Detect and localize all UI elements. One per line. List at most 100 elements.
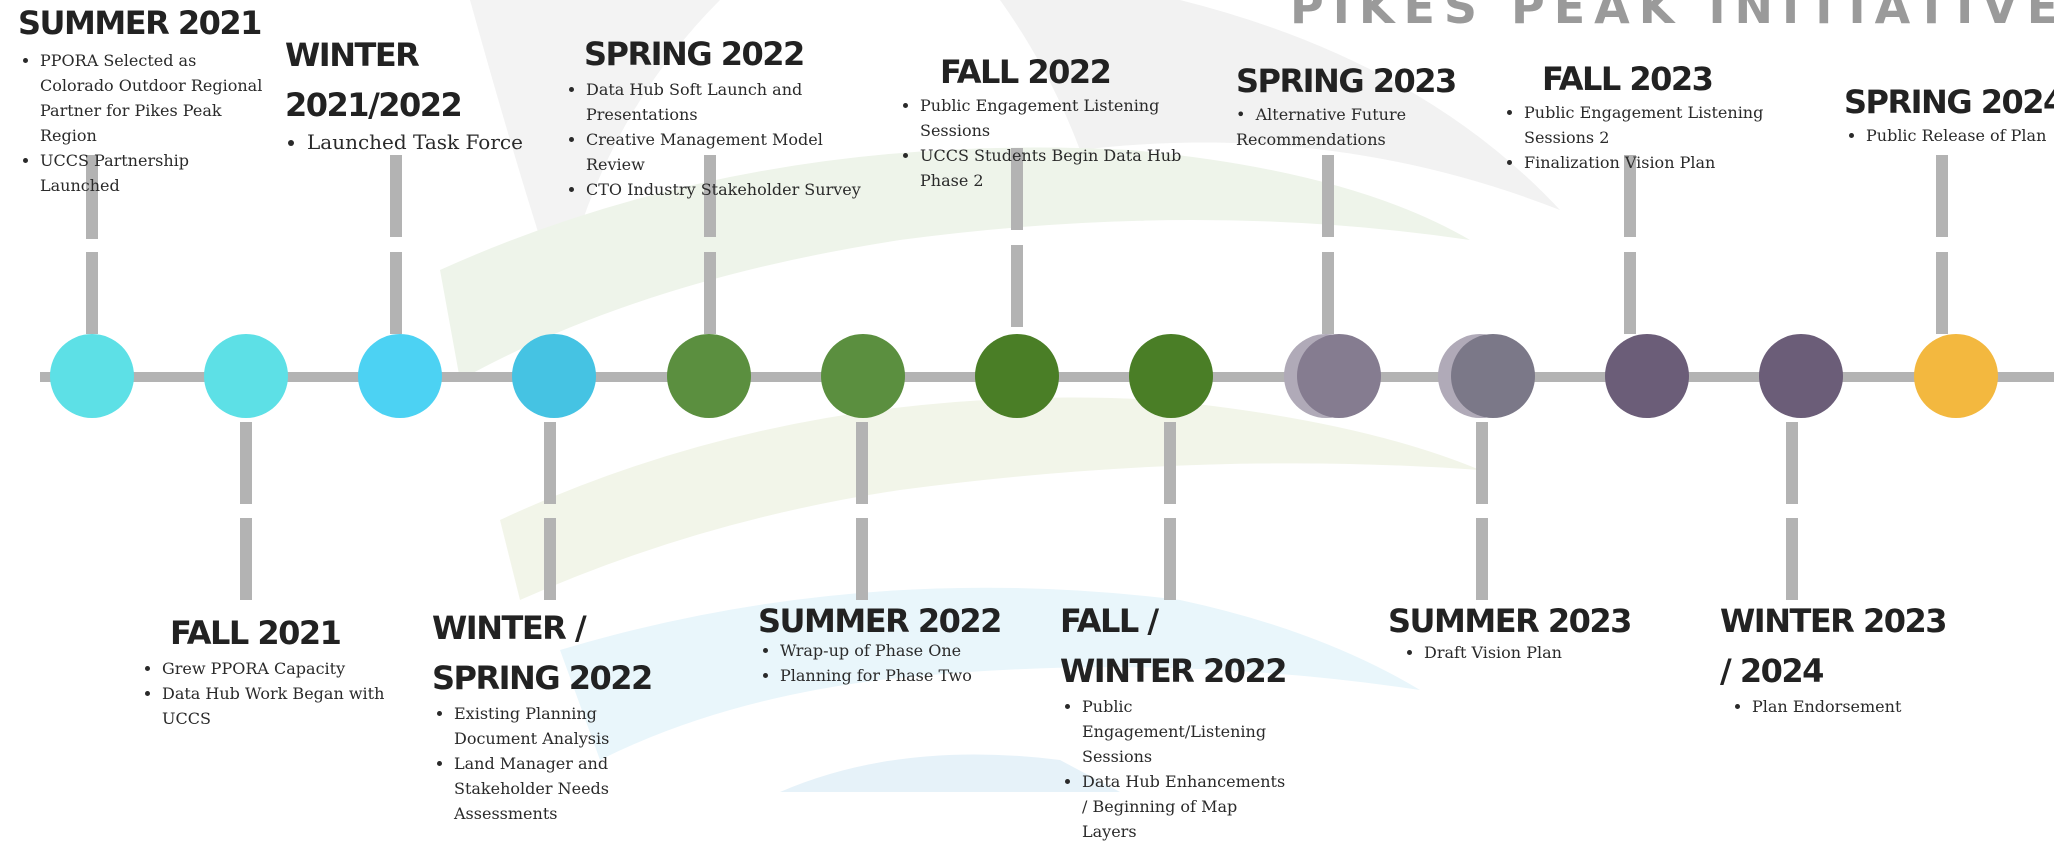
milestone-item: Land Manager and Stakeholder Needs Asses…: [454, 751, 674, 826]
connector-spring-2022: [704, 155, 716, 237]
milestone-spring-2023: SPRING 2023 • Alternative Future Recomme…: [1236, 56, 1457, 152]
connector-spring-2022: [704, 252, 716, 334]
node-fall-winter-2022: [1129, 334, 1213, 418]
connector-summer-2022: [856, 422, 868, 504]
milestone-items: Plan Endorsement: [1720, 694, 1980, 719]
milestone-title: WINTER / SPRING 2022: [432, 609, 653, 697]
milestone-items: Wrap-up of Phase One Planning for Phase …: [758, 638, 1018, 688]
milestone-winter-2021-2022: WINTER 2021/2022 Launched Task Force: [285, 30, 525, 156]
milestone-item: Public Engagement Listening Sessions 2: [1524, 100, 1832, 150]
milestone-winter-2023-2024: WINTER 2023 / 2024 Plan Endorsement: [1720, 596, 1980, 719]
milestone-item: Public Release of Plan: [1866, 123, 2054, 148]
connector-spring-2023: [1322, 155, 1334, 237]
milestone-items: PPORA Selected as Colorado Outdoor Regio…: [18, 48, 263, 198]
milestone-fall-2023: FALL 2023 Public Engagement Listening Se…: [1502, 54, 1832, 175]
milestone-items: Data Hub Soft Launch and Presentations C…: [564, 77, 884, 202]
connector-spring-2024: [1936, 252, 1948, 334]
milestone-items: Public Engagement/Listening Sessions Dat…: [1060, 694, 1292, 844]
milestone-item: Public Engagement Listening Sessions: [920, 93, 1208, 143]
node-summer-2021: [50, 334, 134, 418]
node-fall-2023: [1605, 334, 1689, 418]
milestone-summer-2022: SUMMER 2022 Wrap-up of Phase One Plannin…: [758, 596, 1018, 688]
milestone-fall-winter-2022: FALL / WINTER 2022 Public Engagement/Lis…: [1060, 596, 1320, 844]
milestone-item: Data Hub Soft Launch and Presentations: [586, 77, 884, 127]
milestone-items: Existing Planning Document Analysis Land…: [432, 701, 674, 826]
milestone-item: Existing Planning Document Analysis: [454, 701, 674, 751]
milestone-item: Public Engagement/Listening Sessions: [1082, 694, 1292, 769]
connector-winter-2021-2022: [390, 155, 402, 237]
milestone-items: Launched Task Force: [285, 128, 525, 156]
connector-fall-winter-2022: [1164, 518, 1176, 600]
milestone-summer-2023: SUMMER 2023 Draft Vision Plan: [1388, 596, 1632, 665]
milestone-item: CTO Industry Stakeholder Survey: [586, 177, 884, 202]
milestone-item: Draft Vision Plan: [1424, 640, 1628, 665]
milestone-summer-2021: SUMMER 2021 PPORA Selected as Colorado O…: [18, 0, 263, 198]
milestone-title: SPRING 2023: [1236, 62, 1457, 100]
milestone-items: Grew PPORA Capacity Data Hub Work Began …: [140, 656, 420, 731]
node-summer-2022: [821, 334, 905, 418]
milestone-title: SPRING 2022: [584, 35, 805, 73]
connector-fall-2023: [1624, 155, 1636, 237]
milestone-item: Wrap-up of Phase One: [780, 638, 1018, 663]
milestone-title: WINTER 2021/2022: [285, 36, 463, 124]
milestone-title: FALL 2022: [940, 53, 1112, 91]
milestone-title: WINTER 2023 / 2024: [1720, 602, 1948, 690]
connector-fall-winter-2022: [1164, 422, 1176, 504]
connector-spring-2024: [1936, 155, 1948, 237]
milestone-fall-2022: FALL 2022 Public Engagement Listening Se…: [898, 47, 1208, 193]
milestone-title: FALL 2023: [1542, 60, 1714, 98]
milestone-item: UCCS Partnership Launched: [40, 148, 263, 198]
milestone-winter-spring-2022: WINTER / SPRING 2022 Existing Planning D…: [432, 603, 712, 826]
milestone-item: Plan Endorsement: [1752, 694, 1980, 719]
connector-winter-2023-2024: [1786, 422, 1798, 504]
connector-fall-2022: [1011, 245, 1023, 327]
background-watermark: [440, 0, 1560, 792]
node-winter-spring-2022: [512, 334, 596, 418]
milestone-item: PPORA Selected as Colorado Outdoor Regio…: [40, 48, 263, 148]
milestone-items: Public Release of Plan: [1844, 123, 2054, 148]
milestone-title: FALL 2021: [170, 614, 342, 652]
node-spring-2023: [1297, 334, 1381, 418]
connector-spring-2023: [1322, 252, 1334, 334]
node-fall-2022: [975, 334, 1059, 418]
milestone-spring-2022: SPRING 2022 Data Hub Soft Launch and Pre…: [564, 29, 884, 202]
node-spring-2024: [1914, 334, 1998, 418]
milestone-items: Public Engagement Listening Sessions UCC…: [898, 93, 1208, 193]
connector-summer-2023: [1476, 518, 1488, 600]
connector-summer-2021: [86, 252, 98, 334]
milestone-title: SPRING 2024: [1844, 83, 2054, 121]
node-winter-2023-2024: [1759, 334, 1843, 418]
milestone-item: Data Hub Work Began with UCCS: [162, 681, 420, 731]
connector-winter-spring-2022: [544, 518, 556, 600]
milestone-item: Data Hub Enhancements / Beginning of Map…: [1082, 769, 1292, 844]
milestone-item: Finalization Vision Plan: [1524, 150, 1832, 175]
milestone-items: Draft Vision Plan: [1388, 640, 1628, 665]
milestone-item: Grew PPORA Capacity: [162, 656, 420, 681]
node-fall-2021: [204, 334, 288, 418]
milestone-item: Planning for Phase Two: [780, 663, 1018, 688]
connector-fall-2021: [240, 518, 252, 600]
milestone-items: • Alternative Future Recommendations: [1236, 102, 1436, 152]
milestone-item: UCCS Students Begin Data Hub Phase 2: [920, 143, 1208, 193]
milestone-title: FALL / WINTER 2022: [1060, 602, 1288, 690]
milestone-title: SUMMER 2023: [1388, 602, 1632, 640]
milestone-items: Public Engagement Listening Sessions 2 F…: [1502, 100, 1832, 175]
milestone-item: • Alternative Future Recommendations: [1236, 105, 1407, 149]
milestone-title: SUMMER 2022: [758, 602, 1002, 640]
connector-fall-2022: [1011, 148, 1023, 230]
milestone-item: Launched Task Force: [307, 128, 525, 156]
connector-winter-spring-2022: [544, 422, 556, 504]
milestone-title: SUMMER 2021: [18, 4, 262, 42]
connector-summer-2022: [856, 518, 868, 600]
connector-winter-2021-2022: [390, 252, 402, 334]
connector-fall-2023: [1624, 252, 1636, 334]
node-summer-2023: [1451, 334, 1535, 418]
milestone-spring-2024: SPRING 2024 Public Release of Plan: [1844, 77, 2054, 148]
node-winter-2021-2022: [358, 334, 442, 418]
header-title: PIKES PEAK INITIATIVE: [1290, 0, 2054, 34]
milestone-fall-2021: FALL 2021 Grew PPORA Capacity Data Hub W…: [140, 608, 420, 731]
connector-summer-2023: [1476, 422, 1488, 504]
node-spring-2022: [667, 334, 751, 418]
connector-summer-2021: [86, 155, 98, 239]
milestone-item: Creative Management Model Review: [586, 127, 884, 177]
